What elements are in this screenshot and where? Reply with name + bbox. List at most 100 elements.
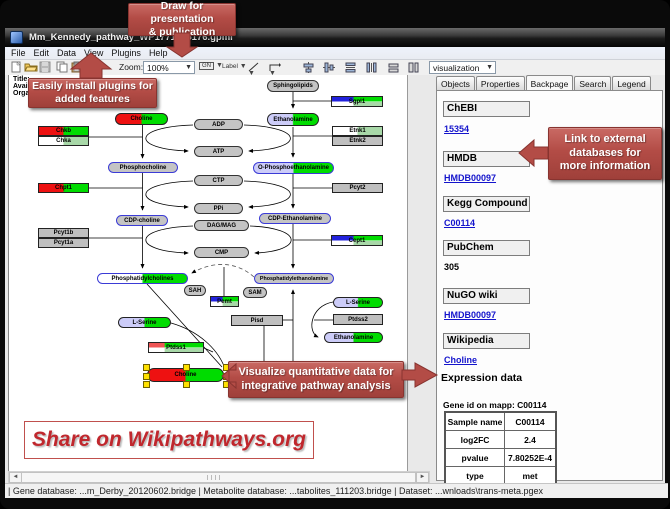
pathway-node-pcyt2[interactable]: Pcyt2 <box>332 183 383 193</box>
pathway-node-sam[interactable]: SAM <box>243 287 267 298</box>
pathway-node-etnk1[interactable]: Etnk1 <box>332 126 383 136</box>
toolbar: Zoom: 100%▼ GN ▼ Label ▼ ▼ ▼ visualizati… <box>5 60 665 77</box>
pathway-node-choline[interactable]: Choline <box>115 113 168 125</box>
pathway-node-ppi[interactable]: PPi <box>194 203 243 214</box>
pathway-node-dag-mag[interactable]: DAG/MAG <box>194 220 249 231</box>
connector-tool[interactable]: ▼ <box>269 62 281 77</box>
section-header-kegg-compound: Kegg Compound <box>443 196 530 212</box>
pathway-node-adp[interactable]: ADP <box>194 119 243 130</box>
common-width-icon[interactable] <box>388 62 399 74</box>
expression-cell: Sample name <box>444 411 505 431</box>
open-folder-icon[interactable] <box>24 61 38 73</box>
pathway-node-ethanolamine[interactable]: Ethanolamine <box>267 113 319 126</box>
selection-handle[interactable] <box>143 364 150 371</box>
section-header-chebi: ChEBI <box>443 101 530 117</box>
pathway-node-pemt[interactable]: Pemt <box>210 296 239 307</box>
pathway-node-chkb[interactable]: Chkb <box>38 126 89 136</box>
pathway-node-ptdss1[interactable]: Ptdss1 <box>148 342 204 353</box>
pathway-canvas[interactable]: Title:Availability:Organism: Sphingolipi… <box>8 75 408 472</box>
align-middle-icon[interactable] <box>323 62 335 74</box>
pathway-node-etnk2[interactable]: Etnk2 <box>332 136 383 146</box>
pathway-node-l-serine[interactable]: L-Serine <box>333 297 383 308</box>
pathway-node-l-serine[interactable]: L-Serine <box>118 317 171 328</box>
share-text: Share on Wikipathways.org <box>31 428 307 451</box>
line-tool[interactable]: ▼ <box>248 62 259 77</box>
share-banner: Share on Wikipathways.org <box>24 421 314 459</box>
pathway-node-chpt1[interactable]: Chpt1 <box>38 183 89 193</box>
expression-cell: C00114 <box>504 411 557 431</box>
selection-handle[interactable] <box>143 381 150 388</box>
expression-cell: 7.80252E-4 <box>504 448 557 467</box>
status-bar: | Gene database: ...m_Derby_20120602.bri… <box>5 483 668 498</box>
tab-backpage[interactable]: Backpage <box>525 75 574 93</box>
zoom-combobox[interactable]: 100%▼ <box>143 61 195 74</box>
menu-view[interactable]: View <box>84 48 104 58</box>
pathway-node-sah[interactable]: SAH <box>184 285 206 296</box>
pathway-node-ethanolamine[interactable]: Ethanolamine <box>324 332 383 343</box>
link-c00114[interactable]: C00114 <box>444 218 476 228</box>
distribute-horizontal-icon[interactable] <box>366 62 377 74</box>
visualization-caret-icon[interactable]: ▼ <box>486 64 493 71</box>
selection-handle[interactable] <box>183 364 190 371</box>
distribute-vertical-icon[interactable] <box>345 62 356 74</box>
pathway-node-sphingolipids[interactable]: Sphingolipids <box>267 80 319 92</box>
section-header-pubchem: PubChem <box>443 240 530 256</box>
pathway-node-cdp-choline[interactable]: CDP-choline <box>116 215 168 226</box>
menu-edit[interactable]: Edit <box>33 48 50 58</box>
pathway-node-cept1[interactable]: Cept1 <box>331 235 383 246</box>
pathway-node-phosphocholine[interactable]: Phosphocholine <box>108 162 178 173</box>
pathway-node-ctp[interactable]: CTP <box>194 175 243 186</box>
common-height-icon[interactable] <box>408 62 419 74</box>
scroll-right-button[interactable]: ► <box>416 472 429 483</box>
new-file-icon[interactable] <box>10 61 22 73</box>
tab-legend[interactable]: Legend <box>612 76 651 91</box>
selection-handle[interactable] <box>143 372 150 380</box>
copy-icon[interactable] <box>56 61 68 73</box>
link-choline[interactable]: Choline <box>444 355 477 365</box>
link-hmdb00097[interactable]: HMDB00097 <box>444 173 497 183</box>
pathway-node-phosphatidylethanolamine[interactable]: Phosphatidylethanolamine <box>254 273 334 284</box>
status-text: | Gene database: ...m_Derby_20120602.bri… <box>8 486 544 496</box>
tab-objects[interactable]: Objects <box>436 76 475 91</box>
pathway-node-chka[interactable]: Chka <box>38 136 89 146</box>
scrollbar-thumb[interactable] <box>21 472 416 483</box>
pathway-node-atp[interactable]: ATP <box>194 146 243 157</box>
menu-data[interactable]: Data <box>57 48 77 58</box>
pathway-node-cmp[interactable]: CMP <box>194 247 249 258</box>
pathway-node-cdp-ethanolamine[interactable]: CDP-Ethanolamine <box>259 213 331 224</box>
save-icon[interactable] <box>39 61 51 73</box>
menu-plugins[interactable]: Plugins <box>111 48 141 58</box>
label-tool[interactable]: Label ▼ <box>222 63 247 70</box>
menu-file[interactable]: File <box>11 48 26 58</box>
menu-help[interactable]: Help <box>148 48 168 58</box>
pathway-node-phosphatidylcholines[interactable]: Phosphatidylcholines <box>97 273 188 284</box>
link-hmdb00097[interactable]: HMDB00097 <box>444 310 497 320</box>
expression-cell: log2FC <box>444 430 505 449</box>
pathway-node-pcyt1a[interactable]: Pcyt1a <box>38 238 89 248</box>
pathway-node-pisd[interactable]: Pisd <box>231 315 283 326</box>
paste-icon[interactable] <box>71 61 82 73</box>
align-center-icon[interactable] <box>303 62 314 74</box>
zoom-label: Zoom: <box>119 62 144 72</box>
pathway-node-pcyt1b[interactable]: Pcyt1b <box>38 228 89 238</box>
callout-draw-presentation: Draw for presentation& publication <box>128 0 236 38</box>
pathway-node-ptdss2[interactable]: Ptdss2 <box>333 314 383 325</box>
pathway-node-o-phosphoethanolamine[interactable]: O-Phosphoethanolamine <box>253 162 334 174</box>
datanode-tool[interactable]: GN ▼ <box>199 62 223 74</box>
section-header-hmdb: HMDB <box>443 151 530 167</box>
expression-cell: 2.4 <box>504 430 557 449</box>
tab-search[interactable]: Search <box>574 76 612 91</box>
pathway-node-sgpl1[interactable]: Sgpl1 <box>331 96 383 107</box>
selection-handle[interactable] <box>183 381 190 388</box>
zoom-caret-icon[interactable]: ▼ <box>185 64 192 71</box>
visualization-combobox[interactable]: visualization▼ <box>429 61 496 74</box>
menu-bar: File Edit Data View Plugins Help <box>5 47 665 60</box>
link-15354[interactable]: 15354 <box>444 124 470 134</box>
tab-properties[interactable]: Properties <box>475 76 525 91</box>
